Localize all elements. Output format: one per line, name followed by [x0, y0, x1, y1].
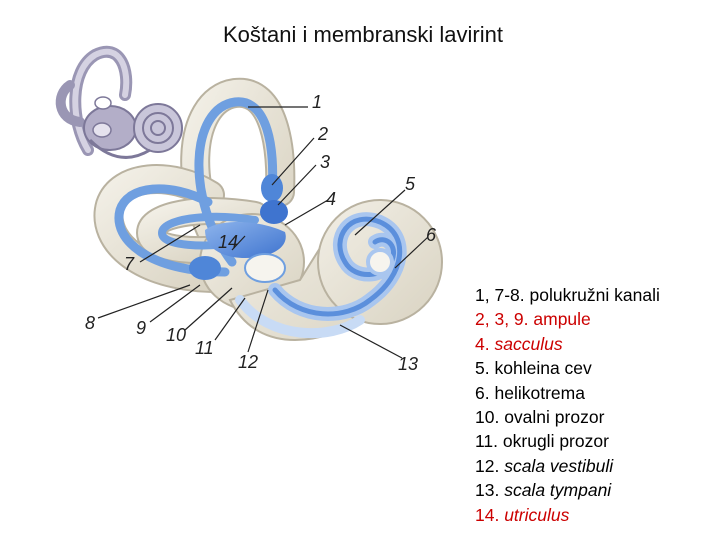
- legend-item: 10. ovalni prozor: [475, 405, 660, 429]
- label-8: 8: [85, 313, 95, 333]
- legend-number: 4.: [475, 333, 490, 354]
- legend-item: 1, 7-8. polukružni kanali: [475, 283, 660, 307]
- legend-number: 13.: [475, 480, 500, 501]
- legend-term: kohleina cev: [494, 358, 592, 379]
- legend-item: 11. okrugli prozor: [475, 429, 660, 453]
- label-14: 14: [218, 232, 238, 252]
- legend-number: 14.: [475, 504, 500, 525]
- legend-item: 13. scala tympani: [475, 478, 660, 502]
- legend-term: okrugli prozor: [502, 431, 609, 452]
- label-6: 6: [426, 225, 437, 245]
- label-5: 5: [405, 174, 416, 194]
- legend-number: 5.: [475, 358, 490, 379]
- number-labels: 1 2 3 4 5 6 7 8 9 10 11 12 13 14: [85, 92, 437, 374]
- legend-item: 4. sacculus: [475, 332, 660, 356]
- legend-term: ovalni prozor: [504, 407, 605, 428]
- label-9: 9: [136, 318, 146, 338]
- label-10: 10: [166, 325, 186, 345]
- label-7: 7: [124, 254, 135, 274]
- leader-lines: [97, 106, 429, 359]
- legend-term: scala vestibuli: [504, 455, 614, 476]
- legend-term: scala tympani: [504, 480, 612, 501]
- legend-item: 2, 3, 9. ampule: [475, 307, 660, 331]
- legend-item: 6. helikotrema: [475, 381, 660, 405]
- page-title: Koštani i membranski lavirint: [0, 22, 720, 48]
- legend-item: 14. utriculus: [475, 503, 660, 527]
- legend-number: 10.: [475, 407, 500, 428]
- label-13: 13: [398, 354, 418, 374]
- legend-number: 1, 7-8.: [475, 285, 525, 305]
- membranous-labyrinth: [114, 97, 407, 339]
- legend-term: utriculus: [504, 504, 570, 525]
- legend-item: 12. scala vestibuli: [475, 454, 660, 478]
- legend-number: 6.: [475, 382, 490, 403]
- thumbnail-labyrinth: [55, 45, 183, 159]
- legend-term: ampule: [533, 309, 591, 330]
- label-3: 3: [320, 152, 330, 172]
- legend-term: polukružni kanali: [529, 285, 660, 305]
- legend-number: 2, 3, 9.: [475, 309, 529, 330]
- legend-number: 12.: [475, 455, 500, 476]
- legend-term: helikotrema: [494, 382, 585, 403]
- label-2: 2: [317, 124, 328, 144]
- label-4: 4: [326, 189, 336, 209]
- label-11: 11: [195, 338, 214, 358]
- title-text: Koštani i membranski lavirint: [223, 22, 503, 47]
- legend-term: sacculus: [494, 333, 563, 354]
- label-1: 1: [312, 92, 322, 112]
- legend-number: 11.: [475, 431, 499, 452]
- legend-item: 5. kohleina cev: [475, 356, 660, 380]
- label-12: 12: [238, 352, 258, 372]
